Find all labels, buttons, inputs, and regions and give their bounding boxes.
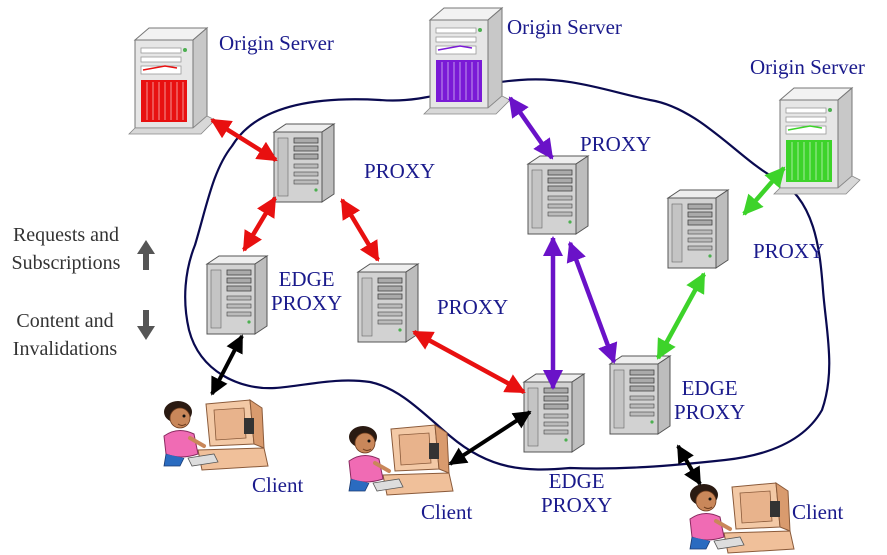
red-link-proxy-edgeb — [412, 330, 526, 394]
origin-server-label-red: Origin Server — [219, 31, 334, 55]
origin-server-green-icon — [773, 87, 861, 195]
origin-server-red-icon — [128, 27, 216, 135]
edge-proxy-label-left-line1: EDGE — [278, 267, 335, 291]
legend-content-text: Content and Invalidations — [0, 307, 130, 363]
legend-requests-line1: Requests and — [12, 224, 120, 246]
legend-requests-line2: Subscriptions — [11, 252, 121, 274]
green-path-links — [656, 166, 786, 360]
client-middle-icon — [347, 423, 455, 497]
edge-proxy-label-bottom: EDGE PROXY — [541, 469, 612, 517]
legend-down-arrow-icon — [137, 310, 155, 340]
origin-server-label-purple: Origin Server — [507, 15, 622, 39]
client-label-left: Client — [252, 473, 304, 497]
legend-content-line2: Invalidations — [12, 338, 118, 360]
purple-link-origin-proxy — [508, 96, 554, 160]
edge-proxy-server-right-icon — [609, 355, 671, 435]
proxy-label-d: PROXY — [753, 239, 825, 263]
red-link-origin-proxy — [210, 118, 278, 162]
client-right-icon — [688, 481, 796, 555]
edge-proxy-label-left: EDGE PROXY — [271, 267, 342, 315]
legend-content-line1: Content and — [16, 310, 114, 332]
green-link-proxy-edger — [656, 272, 706, 360]
proxy-server-a-icon — [273, 123, 335, 203]
proxy-server-b-icon — [357, 263, 419, 343]
purple-link-proxy-edger — [566, 241, 618, 364]
proxy-server-c-icon — [527, 155, 589, 235]
origin-server-purple-icon — [423, 7, 511, 115]
edge-proxy-label-left-line2: PROXY — [271, 291, 343, 316]
proxy-label-b: PROXY — [437, 295, 509, 319]
client-links — [210, 334, 702, 486]
green-link-origin-proxy — [742, 166, 786, 216]
client-label-right: Client — [792, 500, 844, 524]
edge-proxy-label-right: EDGE PROXY — [674, 376, 745, 424]
legend-requests-text: Requests and Subscriptions — [0, 221, 132, 277]
edge-proxy-server-left-icon — [206, 255, 268, 335]
red-link-proxy-edge — [242, 196, 277, 252]
client-link-left — [210, 334, 244, 396]
edge-proxy-label-right-line1: EDGE — [681, 376, 738, 400]
client-label-middle: Client — [421, 500, 473, 524]
legend-up-arrow-icon — [137, 240, 155, 270]
client-link-middle — [448, 410, 532, 466]
proxy-label-a: PROXY — [364, 159, 436, 183]
client-left-icon — [162, 398, 270, 472]
edge-proxy-label-right-line2: PROXY — [674, 400, 746, 425]
origin-server-label-green: Origin Server — [750, 55, 865, 79]
red-link-proxy-proxy — [340, 198, 380, 262]
proxy-server-d-icon — [667, 189, 729, 269]
red-path-links — [210, 118, 526, 394]
edge-proxy-label-bottom-line1: EDGE — [548, 469, 605, 493]
edge-proxy-label-bottom-line2: PROXY — [541, 493, 613, 518]
client-link-right — [676, 444, 702, 486]
proxy-label-c: PROXY — [580, 132, 652, 156]
purple-path-links — [508, 96, 618, 391]
